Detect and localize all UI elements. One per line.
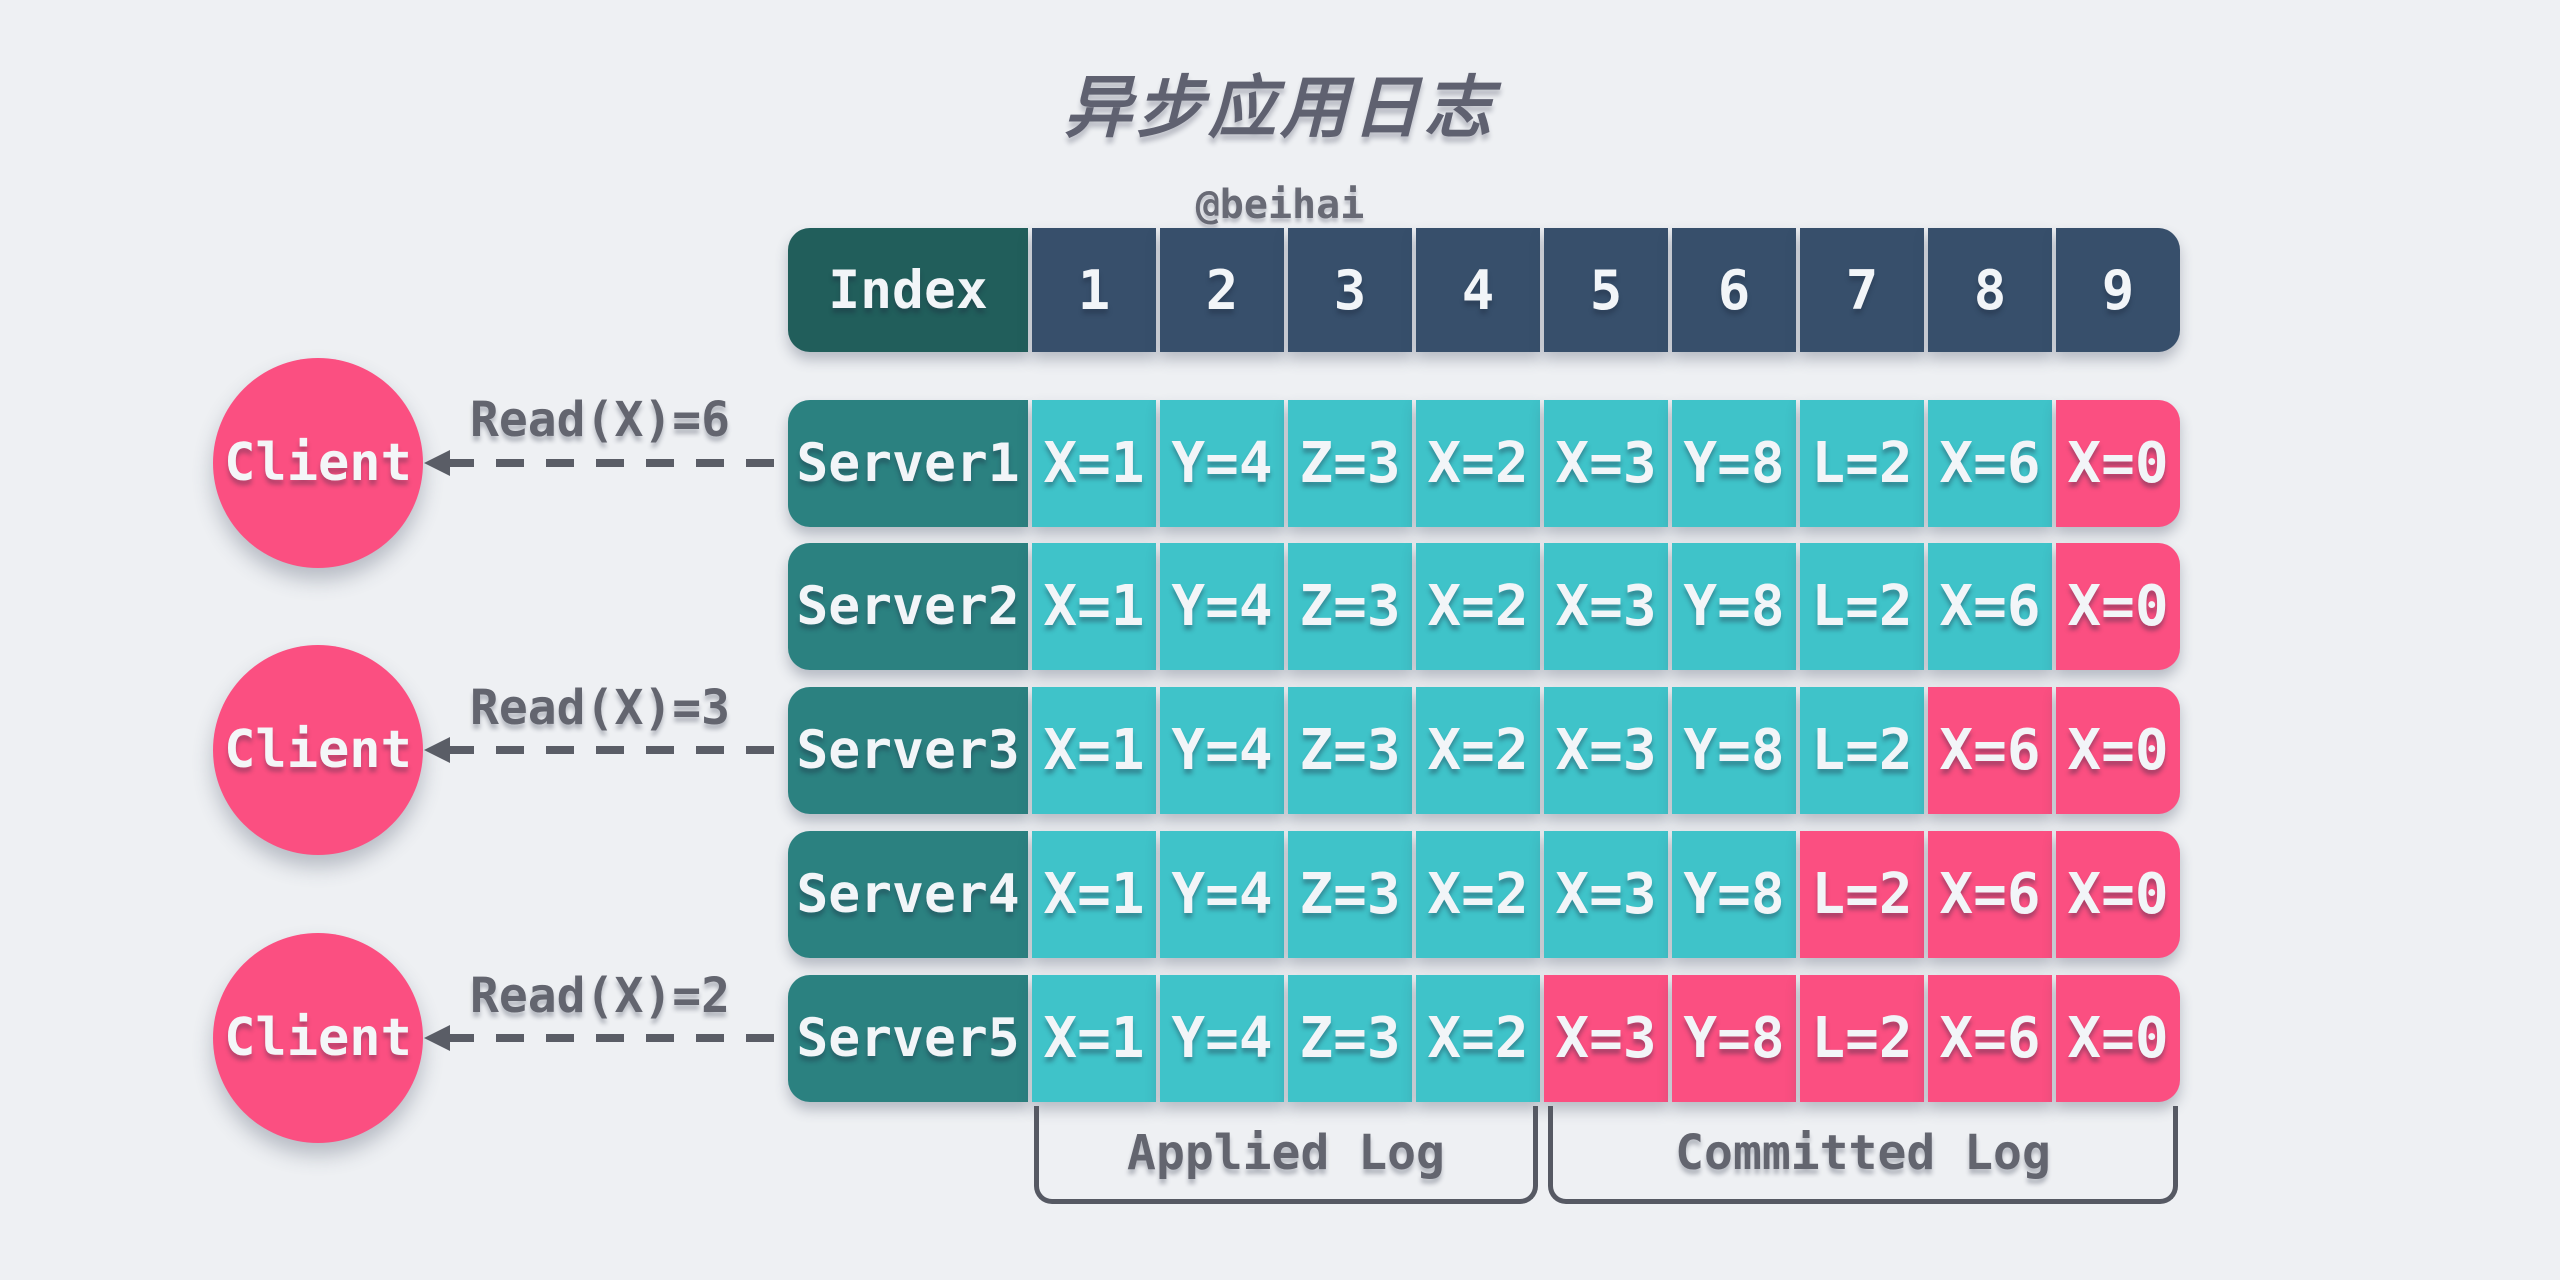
log-entry-cell: X=6 [1928, 543, 2052, 670]
log-entry-cell: Y=8 [1672, 543, 1796, 670]
log-entry-cell: X=6 [1928, 687, 2052, 814]
server-log-row: Server1 X=1 Y=4 Z=3 X=2 X=3 Y=8 L=2 X=6 … [788, 400, 2180, 527]
log-entry-cell: X=6 [1928, 831, 2052, 958]
log-entry-cell: X=2 [1416, 831, 1540, 958]
log-entry-cell: Y=8 [1672, 687, 1796, 814]
diagram-title: 异步应用日志 [1063, 69, 1496, 148]
log-entry-cell: X=6 [1928, 400, 2052, 527]
log-entry-cell: X=3 [1544, 831, 1668, 958]
client-node: Client [213, 645, 423, 855]
log-entry-cell: Z=3 [1288, 687, 1412, 814]
log-entry-cell: X=0 [2056, 400, 2180, 527]
log-entry-cell: Y=8 [1672, 400, 1796, 527]
index-number-cell: 6 [1672, 228, 1796, 352]
server-log-row: Server4 X=1 Y=4 Z=3 X=2 X=3 Y=8 L=2 X=6 … [788, 831, 2180, 958]
log-entry-cell: L=2 [1800, 831, 1924, 958]
dashed-line [446, 459, 790, 467]
server-log-row: Server3 X=1 Y=4 Z=3 X=2 X=3 Y=8 L=2 X=6 … [788, 687, 2180, 814]
log-entry-cell: X=2 [1416, 543, 1540, 670]
log-entry-cell: X=1 [1032, 831, 1156, 958]
log-entry-cell: X=3 [1544, 975, 1668, 1102]
log-entry-cell: Y=4 [1160, 975, 1284, 1102]
server-label: Server1 [788, 400, 1028, 527]
committed-log-bracket: Committed Log [1548, 1106, 2178, 1204]
log-entry-cell: X=0 [2056, 831, 2180, 958]
log-entry-cell: X=2 [1416, 400, 1540, 527]
committed-log-label: Committed Log [1675, 1124, 2051, 1181]
server-label: Server3 [788, 687, 1028, 814]
log-entry-cell: Z=3 [1288, 831, 1412, 958]
arrowhead-icon [424, 450, 450, 476]
applied-log-label: Applied Log [1127, 1124, 1445, 1181]
log-entry-cell: Z=3 [1288, 975, 1412, 1102]
read-arrow [424, 450, 790, 476]
index-number-cell: 2 [1160, 228, 1284, 352]
index-number-cell: 1 [1032, 228, 1156, 352]
server-label: Server4 [788, 831, 1028, 958]
server-log-row: Server2 X=1 Y=4 Z=3 X=2 X=3 Y=8 L=2 X=6 … [788, 543, 2180, 670]
arrowhead-icon [424, 737, 450, 763]
log-entry-cell: Y=4 [1160, 831, 1284, 958]
client-node: Client [213, 358, 423, 568]
server-log-row: Server5 X=1 Y=4 Z=3 X=2 X=3 Y=8 L=2 X=6 … [788, 975, 2180, 1102]
server-label: Server2 [788, 543, 1028, 670]
log-entry-cell: L=2 [1800, 400, 1924, 527]
dashed-line [446, 1034, 790, 1042]
log-entry-cell: L=2 [1800, 975, 1924, 1102]
log-entry-cell: X=2 [1416, 687, 1540, 814]
index-header-row: Index 1 2 3 4 5 6 7 8 9 [788, 228, 2180, 352]
arrowhead-icon [424, 1025, 450, 1051]
log-entry-cell: Y=4 [1160, 543, 1284, 670]
log-entry-cell: X=3 [1544, 687, 1668, 814]
dashed-line [446, 746, 790, 754]
index-number-cell: 5 [1544, 228, 1668, 352]
server-label: Server5 [788, 975, 1028, 1102]
log-entry-cell: X=1 [1032, 400, 1156, 527]
author-credit: @beihai [1195, 182, 1365, 228]
log-entry-cell: Z=3 [1288, 543, 1412, 670]
log-entry-cell: Y=4 [1160, 687, 1284, 814]
index-header-cell: Index [788, 228, 1028, 352]
log-entry-cell: X=3 [1544, 543, 1668, 670]
log-entry-cell: L=2 [1800, 687, 1924, 814]
index-number-cell: 9 [2056, 228, 2180, 352]
applied-log-bracket: Applied Log [1034, 1106, 1538, 1204]
log-entry-cell: X=0 [2056, 687, 2180, 814]
log-entry-cell: X=0 [2056, 543, 2180, 670]
log-entry-cell: Y=4 [1160, 400, 1284, 527]
log-entry-cell: L=2 [1800, 543, 1924, 670]
log-entry-cell: X=1 [1032, 687, 1156, 814]
read-result-label: Read(X)=2 [469, 968, 731, 1024]
log-entry-cell: X=2 [1416, 975, 1540, 1102]
log-entry-cell: Y=8 [1672, 831, 1796, 958]
read-arrow [424, 737, 790, 763]
log-entry-cell: X=0 [2056, 975, 2180, 1102]
log-entry-cell: X=1 [1032, 543, 1156, 670]
log-entry-cell: X=1 [1032, 975, 1156, 1102]
read-arrow [424, 1025, 790, 1051]
log-entry-cell: X=3 [1544, 400, 1668, 527]
index-number-cell: 3 [1288, 228, 1412, 352]
index-number-cell: 8 [1928, 228, 2052, 352]
log-entry-cell: X=6 [1928, 975, 2052, 1102]
client-node: Client [213, 933, 423, 1143]
read-result-label: Read(X)=6 [469, 392, 731, 448]
index-number-cell: 4 [1416, 228, 1540, 352]
index-number-cell: 7 [1800, 228, 1924, 352]
log-entry-cell: Y=8 [1672, 975, 1796, 1102]
log-entry-cell: Z=3 [1288, 400, 1412, 527]
read-result-label: Read(X)=3 [469, 680, 731, 736]
